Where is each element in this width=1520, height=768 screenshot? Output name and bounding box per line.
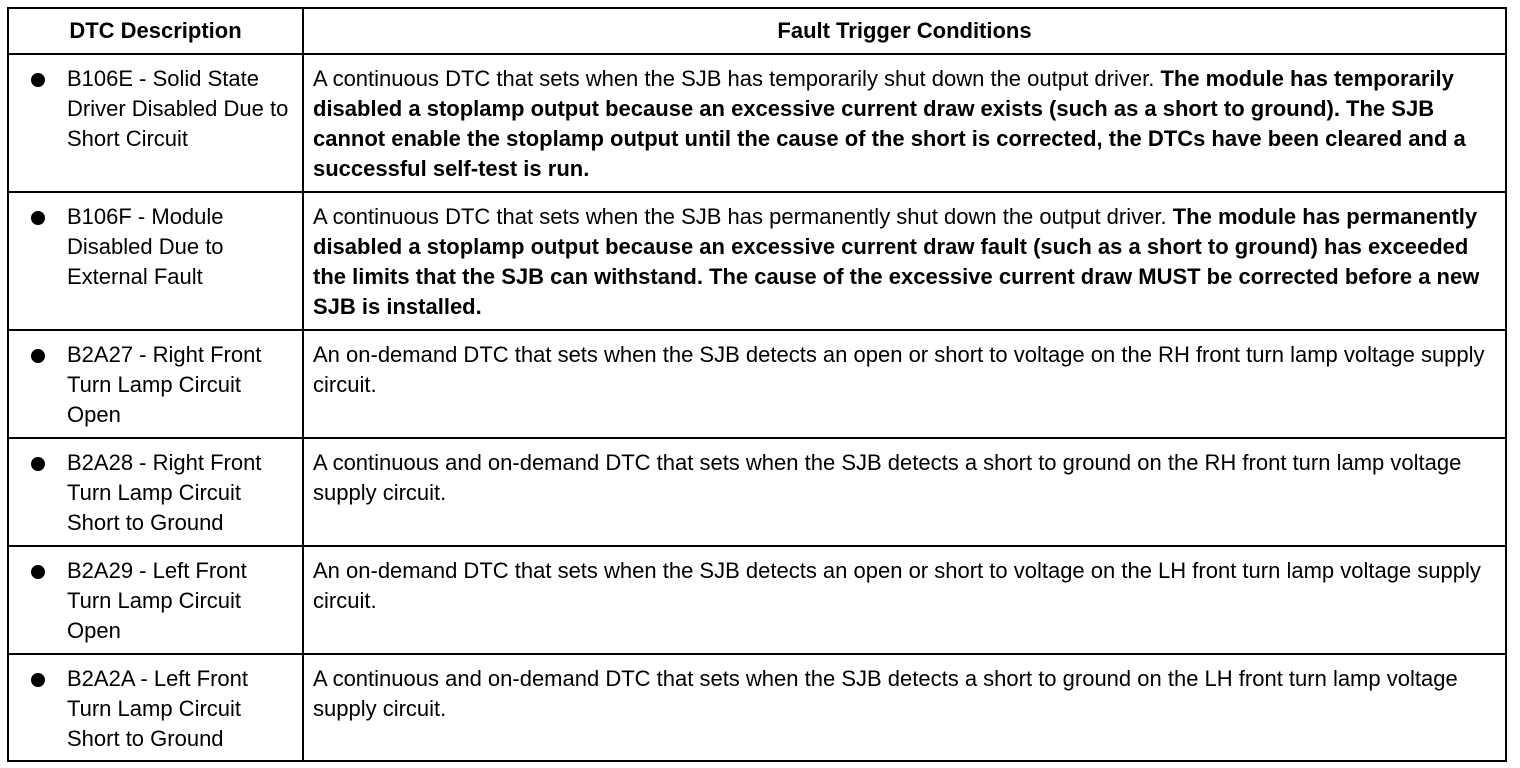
dtc-description: B2A2A - Left Front Turn Lamp Circuit Sho… xyxy=(67,666,248,751)
header-fault-trigger-conditions: Fault Trigger Conditions xyxy=(304,9,1505,55)
dtc-description: B2A29 - Left Front Turn Lamp Circuit Ope… xyxy=(67,558,247,643)
fault-condition-cell: A continuous DTC that sets when the SJB … xyxy=(304,55,1505,193)
fault-condition-text: A continuous and on-demand DTC that sets… xyxy=(313,450,1462,505)
fault-condition-bold-text: The module has temporarily disabled a st… xyxy=(313,66,1466,181)
fault-condition-text: An on-demand DTC that sets when the SJB … xyxy=(313,558,1481,613)
dtc-description: B106F - Module Disabled Due to External … xyxy=(67,204,224,289)
dtc-description-cell: B106E - Solid State Driver Disabled Due … xyxy=(9,55,304,193)
dtc-description-cell: B2A2A - Left Front Turn Lamp Circuit Sho… xyxy=(9,655,304,760)
fault-condition-bold-text: The module has permanently disabled a st… xyxy=(313,204,1480,319)
dtc-description-cell: B2A28 - Right Front Turn Lamp Circuit Sh… xyxy=(9,439,304,547)
dtc-description: B2A28 - Right Front Turn Lamp Circuit Sh… xyxy=(67,450,262,535)
header-dtc-description: DTC Description xyxy=(9,9,304,55)
fault-condition-text: An on-demand DTC that sets when the SJB … xyxy=(313,342,1485,397)
dtc-description: B2A27 - Right Front Turn Lamp Circuit Op… xyxy=(67,342,262,427)
fault-condition-text: A continuous DTC that sets when the SJB … xyxy=(313,66,1161,91)
fault-condition-cell: A continuous DTC that sets when the SJB … xyxy=(304,193,1505,331)
bullet-icon xyxy=(31,73,45,87)
fault-condition-cell: An on-demand DTC that sets when the SJB … xyxy=(304,547,1505,655)
dtc-table: DTC Description Fault Trigger Conditions… xyxy=(7,7,1507,762)
dtc-description-cell: B106F - Module Disabled Due to External … xyxy=(9,193,304,331)
dtc-description-cell: B2A27 - Right Front Turn Lamp Circuit Op… xyxy=(9,331,304,439)
bullet-icon xyxy=(31,349,45,363)
dtc-description-cell: B2A29 - Left Front Turn Lamp Circuit Ope… xyxy=(9,547,304,655)
fault-condition-cell: A continuous and on-demand DTC that sets… xyxy=(304,439,1505,547)
bullet-icon xyxy=(31,565,45,579)
dtc-description: B106E - Solid State Driver Disabled Due … xyxy=(67,66,289,151)
bullet-icon xyxy=(31,673,45,687)
bullet-icon xyxy=(31,457,45,471)
fault-condition-cell: An on-demand DTC that sets when the SJB … xyxy=(304,331,1505,439)
bullet-icon xyxy=(31,211,45,225)
fault-condition-cell: A continuous and on-demand DTC that sets… xyxy=(304,655,1505,760)
fault-condition-text: A continuous and on-demand DTC that sets… xyxy=(313,666,1458,721)
fault-condition-text: A continuous DTC that sets when the SJB … xyxy=(313,204,1173,229)
